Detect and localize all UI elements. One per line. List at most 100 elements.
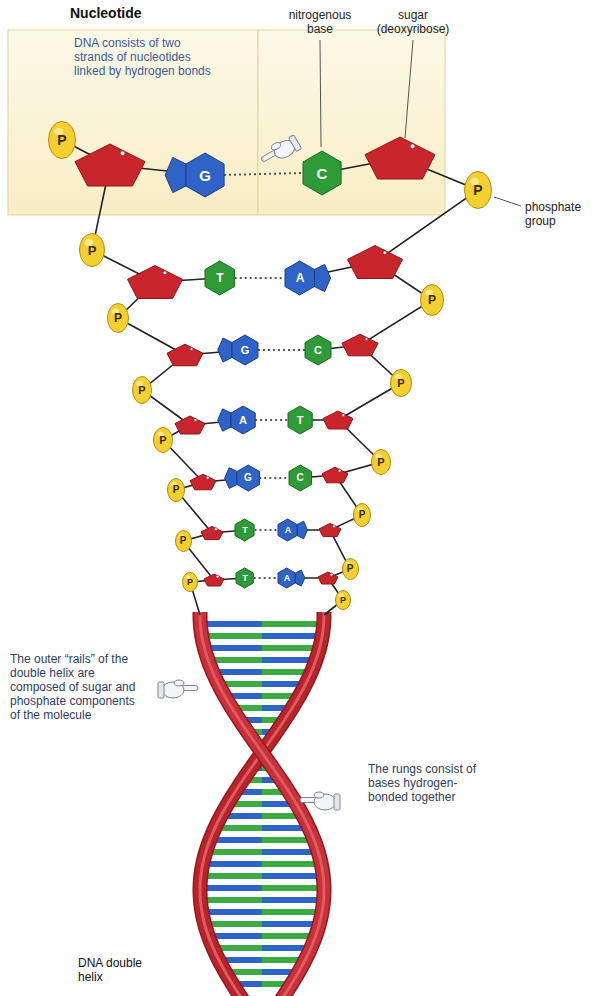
phosphate-oval: P [107, 303, 129, 333]
oxygen-dot [206, 476, 209, 479]
phosphate-letter: P [473, 183, 482, 197]
sugar-pentagon [167, 344, 203, 366]
callout-label: DNA double helix [78, 956, 148, 984]
helix-rung [262, 921, 319, 927]
hydrogen-bond [259, 477, 288, 479]
helix-rung [202, 633, 262, 639]
hydrogen-bond [255, 419, 288, 421]
base-letter: C [317, 166, 328, 181]
base-letter: G [244, 473, 252, 483]
sugar-pentagon [365, 137, 435, 179]
base-letter: C [314, 345, 322, 356]
oxygen-dot [194, 418, 197, 421]
phosphate-letter: P [397, 378, 404, 389]
phosphate-oval: P [390, 369, 412, 397]
phosphate-letter: P [88, 244, 97, 257]
helix-rung [200, 897, 262, 903]
hydrogen-bond [224, 173, 303, 175]
sugar-pentagon [342, 334, 378, 356]
oxygen-dot [190, 347, 193, 350]
phosphate-letter: P [180, 536, 187, 546]
pointing-hand [300, 792, 340, 810]
phosphate-letter: P [377, 457, 384, 468]
phosphate-oval: P [153, 427, 173, 453]
oxygen-dot [332, 525, 335, 528]
helix-rung [201, 873, 262, 879]
helix-rung [204, 645, 262, 651]
helix-rail [200, 612, 324, 996]
helix-rung [262, 861, 321, 867]
phosphate-oval: P [464, 171, 492, 209]
helix-rail [200, 612, 324, 996]
callout-label: sugar (deoxyribose) [370, 8, 456, 36]
base-letter: T [242, 574, 248, 583]
base-letter: A [284, 574, 291, 583]
phosphate-letter: P [428, 294, 436, 306]
sugar-pentagon [128, 266, 183, 299]
base-letter: G [241, 345, 250, 356]
pointing-hand [258, 133, 302, 169]
base-hexagon: A [231, 406, 255, 434]
sugar-pentagons [75, 137, 435, 586]
phosphate-letter: P [159, 435, 166, 446]
phosphate-letter: P [114, 312, 122, 324]
sugar-pentagon [175, 416, 205, 434]
oxygen-dot [330, 573, 333, 576]
backbone-line [62, 140, 214, 615]
helix-rail [200, 612, 324, 996]
phosphate-letter: P [173, 485, 180, 495]
phosphate-letter: P [138, 385, 145, 396]
base-letter: G [199, 168, 211, 183]
helix-rung [262, 909, 322, 915]
base-hexagon: T [205, 261, 234, 295]
callout-label: nitrogenous base [280, 8, 360, 36]
base-hexagon: A [285, 261, 314, 295]
base-panel-ground [258, 30, 445, 215]
double-helix [200, 612, 324, 996]
phosphate-oval: P [420, 284, 444, 316]
helix-rung [202, 909, 262, 915]
phosphate-letter: P [187, 578, 193, 587]
helix-rung [262, 621, 324, 627]
sugar-pentagon [322, 467, 348, 483]
leader-line [320, 40, 321, 147]
phosphate-oval: P [353, 503, 371, 527]
phosphate-letter: P [340, 596, 346, 605]
base-hexagon: C [305, 335, 331, 365]
nucleotide-panel: NucleotideDNA consists of two strands of… [8, 30, 258, 215]
helix-rung [262, 873, 323, 879]
callout-label: The rungs consist of bases hydrogen-bond… [368, 762, 496, 804]
phosphate-letter: P [347, 564, 354, 574]
base-letter: T [216, 272, 223, 284]
hydrogen-bond [254, 577, 279, 579]
sugar-pentagon [190, 474, 216, 490]
leader-line [405, 40, 413, 138]
phosphate-letter: P [57, 133, 66, 147]
base-hexagon: G [186, 153, 224, 197]
nucleotide-panel-ground [8, 30, 258, 215]
helix-rung [200, 621, 262, 627]
phosphate-oval: P [48, 121, 76, 159]
helix-rung [205, 921, 262, 927]
sugar-pentagon [75, 144, 145, 186]
helix-rung [203, 861, 262, 867]
oxygen-dot [120, 151, 125, 156]
base-hexagon: A [278, 568, 295, 588]
phosphate-oval: P [167, 478, 185, 502]
hydrogen-bond [255, 529, 279, 531]
pointing-hand [158, 680, 198, 698]
oxygen-dot [214, 528, 217, 531]
base-hexagon: T [235, 519, 254, 541]
oxygen-dot [383, 251, 387, 255]
sugar-pentagon [318, 572, 338, 584]
helix-rung [262, 885, 324, 891]
helix-rail [200, 612, 324, 996]
phosphate-oval: P [79, 233, 105, 267]
panel-note: DNA consists of two strands of nucleotid… [74, 36, 214, 78]
base-letter: A [285, 526, 292, 535]
helix-rail [200, 612, 324, 996]
oxygen-dot [163, 271, 167, 275]
phosphate-oval: P [342, 558, 359, 580]
